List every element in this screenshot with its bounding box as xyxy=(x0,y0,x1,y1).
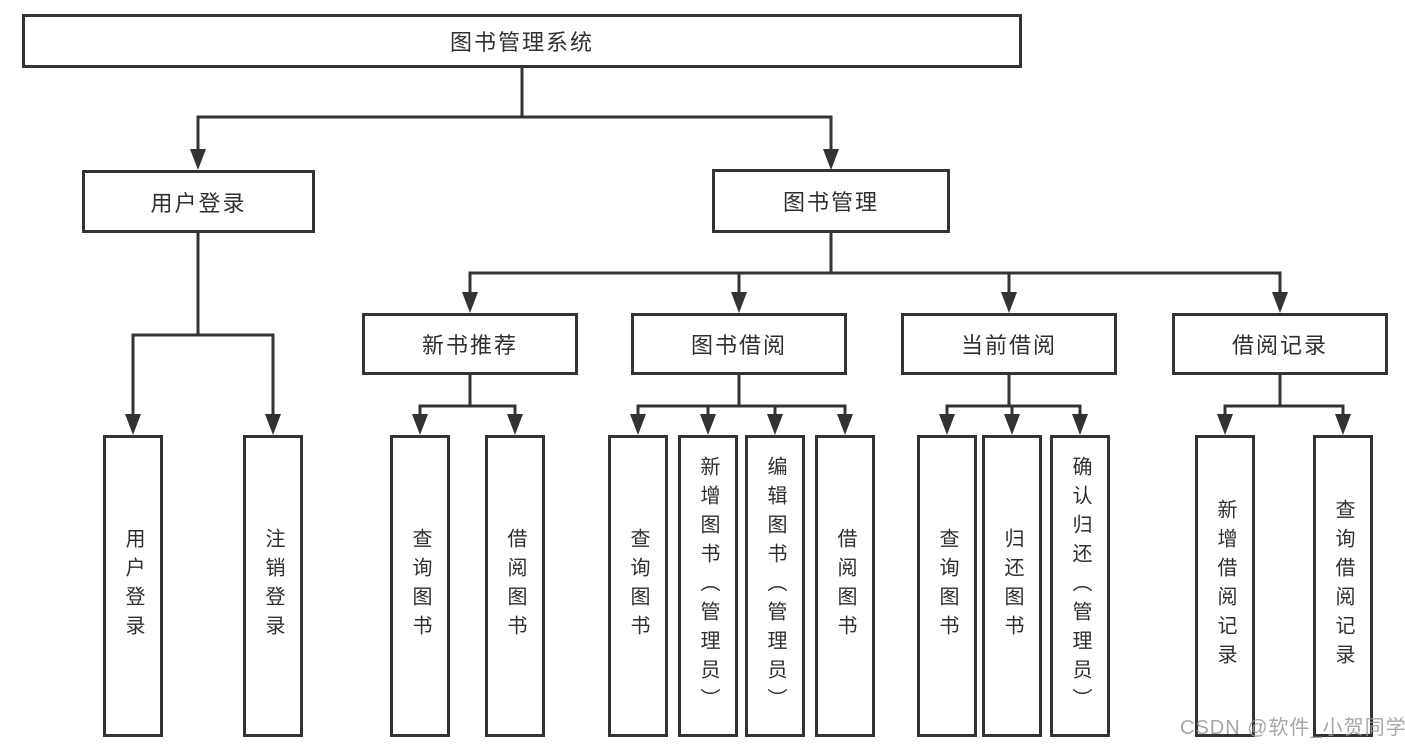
node-label: 归还图书 xyxy=(1001,528,1023,644)
node-new-book-recommend: 新书推荐 xyxy=(362,313,578,375)
node-label: 确认归还（管理员） xyxy=(1069,455,1091,717)
node-label: 查询图书 xyxy=(409,528,431,644)
node-book-borrowing: 图书借阅 xyxy=(631,313,847,375)
leaf-query-books-2: 查询图书 xyxy=(608,435,668,737)
node-label: 用户登录 xyxy=(150,190,247,216)
node-label: 新书推荐 xyxy=(421,333,518,358)
leaf-user-login: 用户登录 xyxy=(103,435,163,737)
connector-new-book-rec-to-leaves xyxy=(412,375,523,435)
connector-current-borrow-to-leaves xyxy=(939,375,1088,435)
leaf-return-book: 归还图书 xyxy=(982,435,1042,737)
node-label: 借阅图书 xyxy=(504,528,526,644)
node-borrowing-records: 借阅记录 xyxy=(1172,313,1388,375)
leaf-query-books-3: 查询图书 xyxy=(917,435,977,737)
connector-book-mgmt-to-level3 xyxy=(462,233,1288,313)
leaf-logout: 注销登录 xyxy=(243,435,303,737)
leaf-borrow-books-1: 借阅图书 xyxy=(485,435,545,737)
node-label: 新增图书（管理员） xyxy=(697,455,719,717)
leaf-borrow-books-2: 借阅图书 xyxy=(815,435,875,737)
node-user-login: 用户登录 xyxy=(82,170,315,233)
leaf-add-borrow-record: 新增借阅记录 xyxy=(1195,435,1255,737)
node-label: 用户登录 xyxy=(122,528,144,644)
leaf-query-books-1: 查询图书 xyxy=(390,435,450,737)
node-label: 新增借阅记录 xyxy=(1214,499,1236,673)
node-current-borrowing: 当前借阅 xyxy=(901,313,1117,375)
node-label: 当前借阅 xyxy=(960,333,1057,358)
connector-root-to-level2 xyxy=(190,68,839,170)
connector-user-login-to-leaves xyxy=(125,233,281,435)
node-label: 注销登录 xyxy=(262,528,284,644)
node-label: 查询借阅记录 xyxy=(1332,499,1354,673)
leaf-query-borrow-record: 查询借阅记录 xyxy=(1313,435,1373,737)
node-label: 图书管理 xyxy=(782,190,879,215)
node-label: 借阅记录 xyxy=(1231,333,1328,358)
node-label: 图书借阅 xyxy=(690,333,787,358)
leaf-add-book-admin: 新增图书（管理员） xyxy=(678,435,738,737)
node-label: 编辑图书（管理员） xyxy=(764,455,786,717)
csdn-watermark: CSDN @软件_小贺同学 xyxy=(1180,717,1405,739)
leaf-confirm-return-admin: 确认归还（管理员） xyxy=(1050,435,1110,737)
node-label: 图书管理系统 xyxy=(449,30,594,55)
node-label: 查询图书 xyxy=(627,528,649,644)
leaf-edit-book-admin: 编辑图书（管理员） xyxy=(745,435,805,737)
node-label: 查询图书 xyxy=(936,528,958,644)
connector-borrow-record-to-leaves xyxy=(1217,375,1351,435)
node-root-library-system: 图书管理系统 xyxy=(22,14,1022,68)
node-label: 借阅图书 xyxy=(834,528,856,644)
node-book-management: 图书管理 xyxy=(712,169,950,233)
connector-book-borrow-to-leaves xyxy=(630,375,853,435)
